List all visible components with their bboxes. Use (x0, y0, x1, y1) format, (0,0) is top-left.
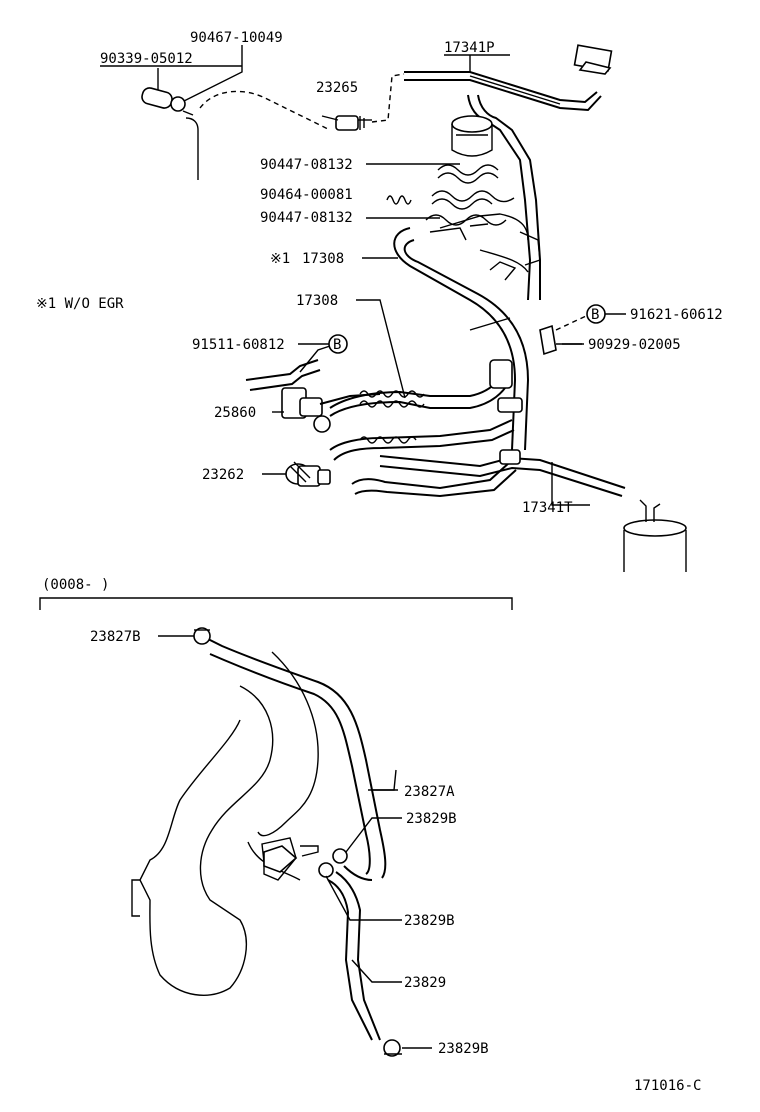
leader-lines-upper (262, 115, 626, 506)
part-label-23829: 23829 (404, 975, 446, 991)
part-label-90467-10049: 90467-10049 (190, 30, 283, 46)
hose-23829 (318, 848, 402, 1057)
part-label-90447-08132-a: 90447-08132 (260, 157, 353, 173)
part-label-90447-08132-b: 90447-08132 (260, 210, 353, 226)
part-label-23829B-c: 23829B (438, 1041, 489, 1057)
part-label-90929-02005: 90929-02005 (588, 337, 681, 353)
leader-lines-lower (325, 769, 432, 1049)
hose-nipple-part (141, 87, 199, 180)
part-label-23827A: 23827A (404, 784, 455, 800)
section-bracket (39, 597, 513, 610)
section-range-label: (0008- ) (42, 577, 109, 593)
part-label-17308-b: 17308 (296, 293, 338, 309)
part-label-23829B-a: 23829B (406, 811, 457, 827)
part-label-23262: 23262 (202, 467, 244, 483)
filter-23262 (285, 461, 331, 487)
part-label-23829B-b: 23829B (404, 913, 455, 929)
main-hose-bundle (329, 94, 626, 498)
part-label-25860: 25860 (214, 405, 256, 421)
bracket-91621 (539, 315, 587, 356)
charcoal-canister (623, 499, 687, 572)
hose-17341P (404, 44, 613, 112)
part-label-90464-00081: 90464-00081 (260, 187, 353, 203)
note-wo-egr: ※1 W/O EGR (36, 296, 124, 312)
part-label-91621-60612: 91621-60612 (630, 307, 723, 323)
engine-outline-lower (131, 651, 319, 996)
ref-b-label-2: B (333, 337, 341, 353)
ref-b-label-1: B (591, 307, 599, 323)
part-label-17341P: 17341P (444, 40, 495, 56)
ref-circle-b-1: B (586, 304, 606, 324)
part-label-91511-60812: 91511-60812 (192, 337, 285, 353)
valve-23265 (335, 73, 405, 131)
figure-id: 171016-C (634, 1078, 701, 1094)
routing-dash-line-1 (199, 90, 331, 131)
part-label-23827B: 23827B (90, 629, 141, 645)
part-label-90339-05012: 90339-05012 (100, 51, 193, 67)
part-label-17308-a-mark: ※1 (270, 251, 290, 267)
part-label-17308-a: 17308 (302, 251, 344, 267)
part-label-17341T: 17341T (522, 500, 573, 516)
ref-circle-b-2: B (328, 334, 348, 354)
hose-23827A (158, 627, 387, 881)
vsv-25860 (245, 345, 381, 433)
leader-lines-top-left (100, 45, 243, 103)
part-label-23265: 23265 (316, 80, 358, 96)
